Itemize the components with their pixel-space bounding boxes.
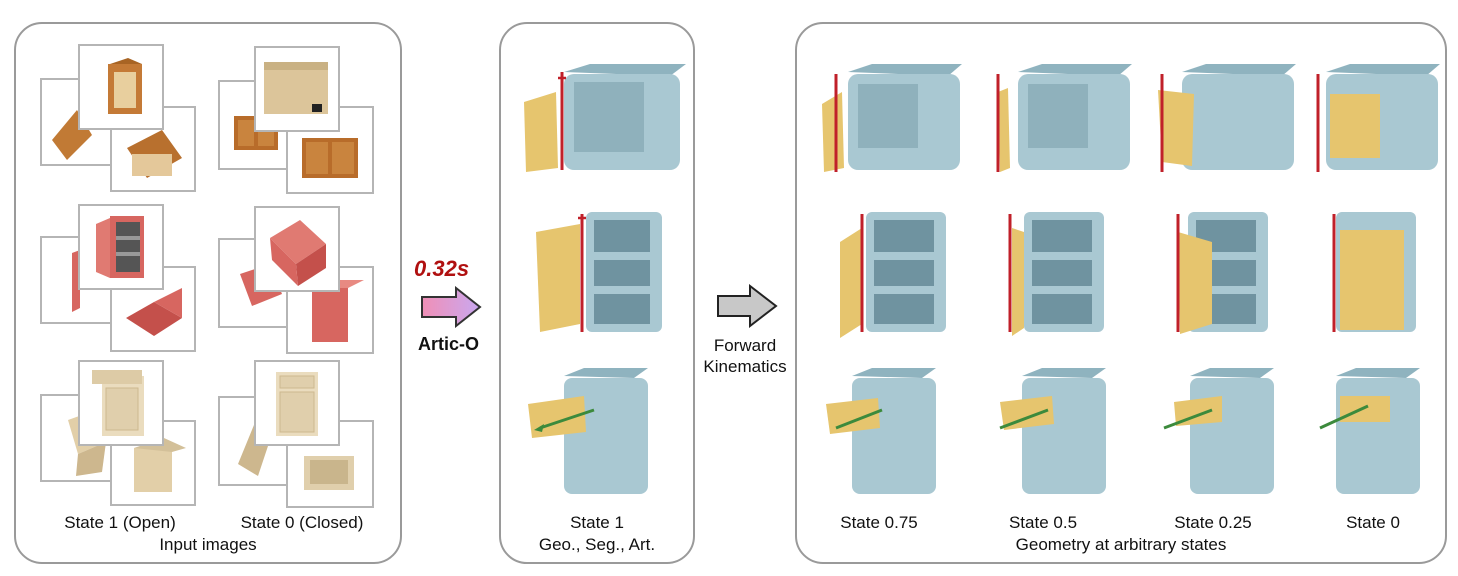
state-shelf-cabinet: [1176, 212, 1268, 334]
fk-line-2: Kinematics: [703, 357, 787, 376]
state-shelf-cabinet: [840, 212, 946, 338]
state-label-0: State 0: [1346, 513, 1400, 532]
input-column-label-open: State 1 (Open): [64, 513, 176, 532]
reconstructed-drawer-cabinet: [528, 368, 648, 494]
state-cabinet-door: [1316, 64, 1440, 172]
method-name: Artic-O: [418, 334, 480, 354]
input-thumb-front: [78, 204, 164, 290]
fk-line-1: Forward: [713, 336, 777, 355]
state-cabinet-door: [822, 64, 962, 172]
input-thumb-front: [78, 44, 164, 130]
reconstructed-cabinet-door: [524, 64, 686, 172]
input-thumb-front: [254, 46, 340, 132]
input-thumb-front: [78, 360, 164, 446]
state-drawer-cabinet: [826, 368, 936, 494]
output-state-label: State 1: [570, 513, 624, 532]
inference-time: 0.32s: [414, 256, 470, 281]
state-shelf-cabinet: [1008, 212, 1104, 336]
state-shelf-cabinet: [1332, 212, 1416, 332]
state-label-0-25: State 0.25: [1174, 513, 1252, 532]
input-column-label-closed: State 0 (Closed): [240, 513, 364, 532]
method-arrow-icon: [421, 286, 482, 328]
state-drawer-cabinet: [1319, 368, 1420, 494]
input-thumb-front: [254, 206, 340, 292]
state-label-0-5: State 0.5: [1008, 513, 1078, 532]
state-cabinet-door: [1158, 64, 1296, 172]
state-cabinet-door: [996, 64, 1132, 172]
reconstructed-shelf-cabinet: [536, 212, 662, 332]
input-panel-caption: Input images: [159, 535, 257, 554]
forward-kinematics-label: Forward Kinematics: [690, 335, 800, 377]
output-panel-caption: Geo., Seg., Art.: [538, 535, 656, 554]
state-drawer-cabinet: [999, 368, 1106, 494]
states-panel-caption: Geometry at arbitrary states: [1015, 535, 1227, 554]
state-drawer-cabinet: [1163, 368, 1274, 494]
forward-kinematics-arrow-icon: [717, 284, 778, 328]
input-thumb-front: [254, 360, 340, 446]
state-label-0-75: State 0.75: [840, 513, 918, 532]
